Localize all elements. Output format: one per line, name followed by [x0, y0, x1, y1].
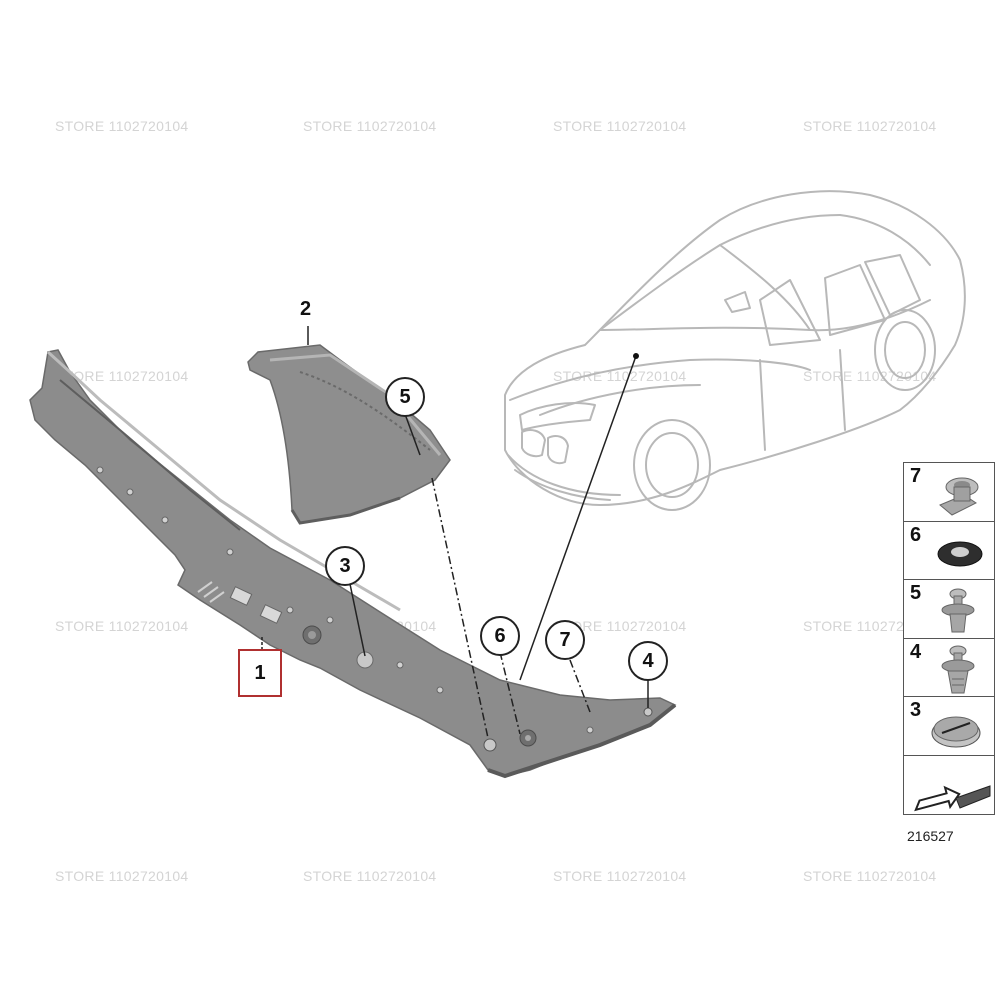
legend-item: 6 — [903, 520, 995, 581]
watermark: STORE 1102720104 — [55, 118, 189, 134]
watermark: STORE 1102720104 — [803, 368, 937, 384]
legend-item: 5 — [903, 579, 995, 639]
callout-1-highlighted: 1 — [238, 649, 282, 697]
rubber-grommet-icon — [937, 541, 983, 566]
callout-6: 6 — [480, 616, 520, 656]
cover-panel-part — [247, 344, 451, 525]
legend-number: 4 — [910, 640, 922, 663]
watermark: STORE 1102720104 — [553, 368, 687, 384]
legend-number: 7 — [910, 465, 922, 487]
legend-item: 3 — [903, 696, 995, 756]
windscreen-cowl-part — [29, 349, 677, 779]
callout-7: 7 — [545, 620, 585, 660]
legend-item: 7 — [903, 462, 995, 522]
legend-item: 4 — [903, 637, 995, 698]
watermark: STORE 1102720104 — [803, 118, 937, 134]
car-outline — [504, 190, 966, 511]
watermark: STORE 1102720104 — [553, 618, 687, 634]
legend-number: 6 — [910, 523, 922, 546]
push-rivet-icon — [941, 588, 975, 633]
direction-arrow-icon — [914, 784, 991, 811]
car-location-marker — [633, 353, 639, 359]
expanding-nut-icon — [939, 477, 979, 516]
watermark: STORE 1102720104 — [303, 868, 437, 884]
diagram-number: 216527 — [907, 828, 954, 844]
legend-number: 3 — [910, 699, 922, 721]
legend-item — [903, 754, 995, 815]
watermark: STORE 1102720104 — [553, 868, 687, 884]
blind-plug-icon — [931, 716, 981, 748]
leader-lines — [261, 326, 649, 739]
watermark: STORE 1102720104 — [55, 868, 189, 884]
watermark: STORE 1102720104 — [303, 118, 437, 134]
legend-number: 5 — [910, 582, 922, 604]
watermark: STORE 1102720104 — [55, 368, 189, 384]
watermark: STORE 1102720104 — [553, 118, 687, 134]
fastener-legend: 7 6 5 4 — [903, 462, 995, 815]
callout-5: 5 — [385, 377, 425, 417]
watermark: STORE 1102720104 — [803, 618, 937, 634]
expanding-rivet-icon — [941, 645, 975, 693]
watermark: STORE 1102720104 — [803, 868, 937, 884]
callout-3: 3 — [325, 546, 365, 586]
watermark: STORE 1102720104 — [55, 618, 189, 634]
callout-4: 4 — [628, 641, 668, 681]
callout-2: 2 — [300, 298, 312, 320]
